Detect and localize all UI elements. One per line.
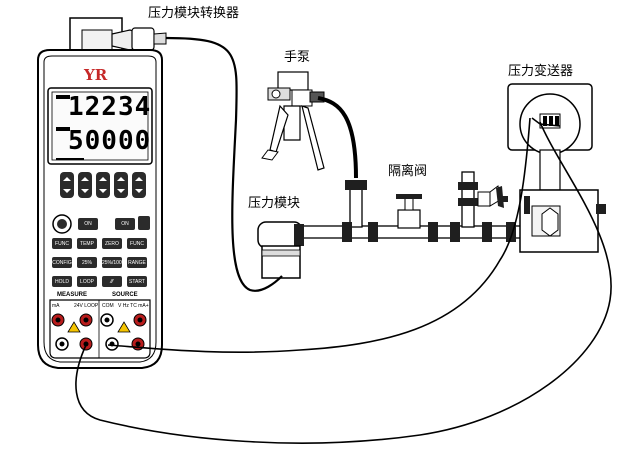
measure-label: MEASURE — [57, 292, 88, 298]
lcd-bottom-reading: 50000 — [68, 126, 152, 156]
label-pressure-module-converter: 压力模块转换器 — [148, 6, 240, 21]
key-zero[interactable]: ZERO — [105, 241, 119, 247]
key-hold[interactable]: HOLD — [55, 279, 69, 285]
jack-label-24v-loop: 24V LOOP — [74, 303, 99, 309]
key-ramp[interactable]: ⁄⁄⁄ — [110, 279, 114, 285]
key-on-right[interactable]: ON — [121, 221, 129, 227]
jack-24v-loop[interactable] — [79, 313, 93, 327]
hand-pump — [261, 71, 325, 171]
key-start[interactable]: START — [129, 279, 145, 285]
key-config[interactable]: CONFIG — [52, 260, 72, 266]
label-hand-pump: 手泵 — [284, 50, 311, 65]
source-label: SOURCE — [112, 292, 138, 298]
jack-com[interactable] — [100, 313, 114, 327]
pressure-transmitter — [507, 83, 606, 253]
key-25[interactable]: 25% — [81, 260, 92, 266]
label-pressure-transmitter: 压力变送器 — [508, 64, 574, 79]
key-temp[interactable]: TEMP — [80, 241, 94, 247]
key-func-right[interactable]: FUNC — [130, 241, 144, 247]
key-func-left[interactable]: FUNC — [55, 241, 69, 247]
jack-source[interactable] — [133, 313, 147, 327]
key-25-100[interactable]: 25%/100% — [102, 260, 127, 266]
brand-logo-text: YR — [84, 66, 108, 84]
label-pressure-module: 压力模块 — [248, 196, 301, 211]
pressure-module — [257, 221, 304, 279]
pipeline — [299, 171, 525, 242]
calibrator — [37, 17, 167, 369]
connections — [75, 36, 612, 444]
key-loop[interactable]: LOOP — [80, 279, 94, 285]
key-range[interactable]: RANGE — [128, 260, 146, 266]
key-on-left[interactable]: ON — [84, 221, 92, 227]
jack-label-ma: mA — [52, 303, 60, 309]
lcd-top-reading: 12234 — [68, 92, 152, 122]
jack-label-source: V Hz TC mA+ — [118, 303, 149, 309]
jack-ma[interactable] — [51, 313, 65, 327]
jack-label-com: COM — [102, 303, 114, 309]
arrow-keys[interactable] — [60, 172, 146, 198]
label-isolation-valve: 隔离阀 — [388, 164, 428, 179]
